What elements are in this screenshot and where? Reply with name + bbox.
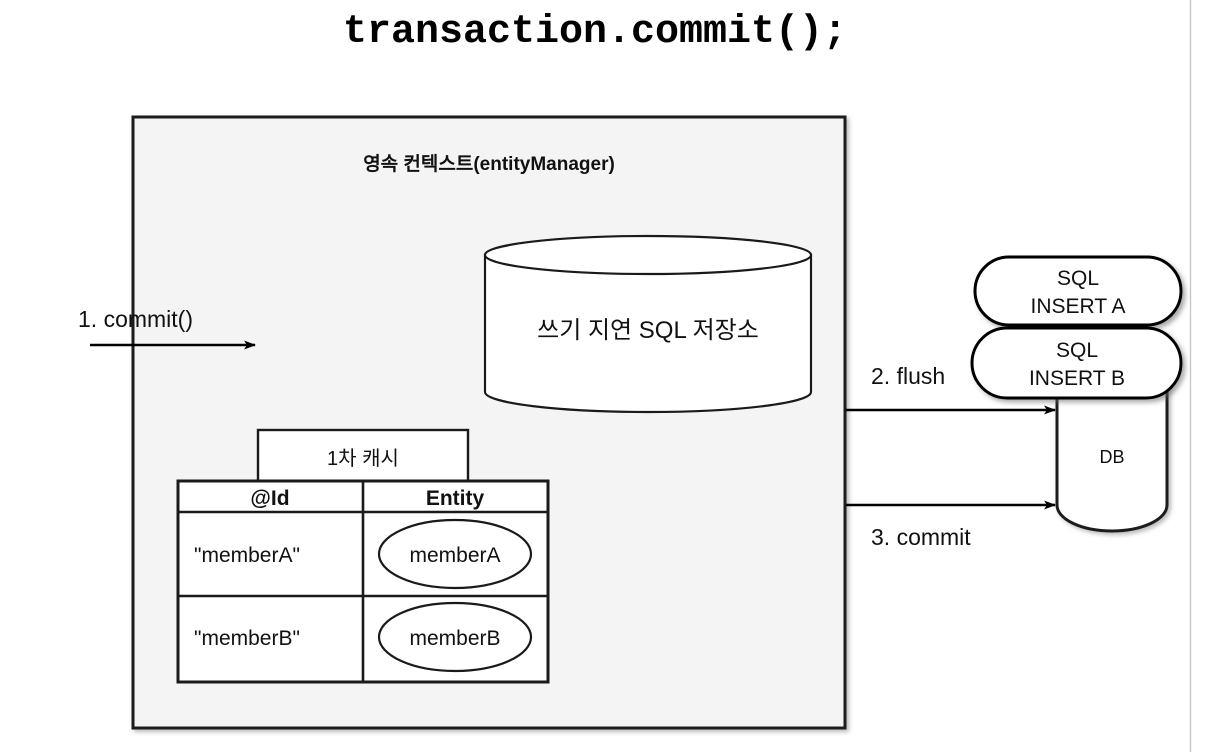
flow-commit-label: 1. commit() [78, 306, 193, 332]
table-header-entity: Entity [426, 487, 485, 510]
sql-insert-a-line1: SQL [1057, 267, 1099, 290]
flow-flush-label: 2. flush [871, 363, 945, 389]
sql-insert-b-pill: SQL INSERT B [970, 326, 1183, 400]
table-row: "memberB" memberB [194, 601, 533, 673]
sql-insert-a-pill: SQL INSERT A [973, 255, 1183, 327]
cell-entity-memberb: memberB [409, 627, 500, 650]
entity-ellipse-membera [377, 518, 533, 590]
cell-entity-membera: memberA [409, 544, 500, 567]
flow-flush: 2. flush [846, 363, 1056, 415]
first-level-cache-table: @Id Entity "memberA" memberA "memberB" m… [176, 479, 550, 684]
first-level-cache-tab: 1차 캐시 [256, 428, 470, 483]
flow-commit: 1. commit() [78, 306, 256, 350]
write-behind-sql-store: 쓰기 지연 SQL 저장소 [483, 234, 813, 414]
database-cylinder: DB [1055, 378, 1169, 533]
cell-id-memberb: "memberB" [194, 627, 300, 650]
table-row: "memberA" memberA [194, 518, 533, 590]
flow-commit-db-label: 3. commit [871, 524, 971, 550]
cell-id-membera: "memberA" [194, 544, 300, 567]
first-level-cache-tab-label: 1차 캐시 [327, 447, 399, 470]
write-behind-store-label: 쓰기 지연 SQL 저장소 [537, 317, 759, 344]
table-header-id: @Id [250, 487, 289, 510]
sql-insert-b-line2: INSERT B [1029, 367, 1125, 390]
database-label: DB [1099, 447, 1124, 467]
entity-ellipse-memberb [377, 601, 533, 673]
flow-commit-db: 3. commit [846, 500, 1056, 550]
sql-insert-a-line2: INSERT A [1031, 295, 1126, 318]
persistence-context-title: 영속 컨텍스트(entityManager) [363, 153, 615, 175]
page-title: transaction.commit(); [342, 10, 848, 55]
sql-insert-b-line1: SQL [1056, 339, 1098, 362]
